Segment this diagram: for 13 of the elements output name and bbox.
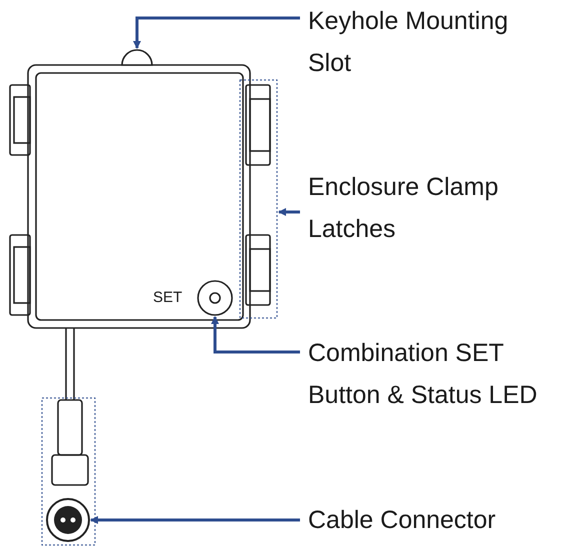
button-label: SET — [153, 289, 182, 306]
latch-group-outline — [240, 80, 278, 318]
connector-plug — [46, 498, 90, 542]
leader-line — [211, 316, 300, 354]
callout-text: Cable Connector — [308, 499, 578, 541]
callout-text: Combination SET Button & Status LED — [308, 332, 558, 416]
set-button — [197, 280, 233, 316]
callout-text: Keyhole Mounting Slot — [308, 0, 523, 84]
leader-line — [278, 208, 300, 216]
callout-text: Enclosure Clamp Latches — [308, 166, 548, 250]
keyhole-tab — [121, 49, 153, 66]
leader-line — [133, 16, 300, 49]
leader-line — [90, 516, 300, 524]
